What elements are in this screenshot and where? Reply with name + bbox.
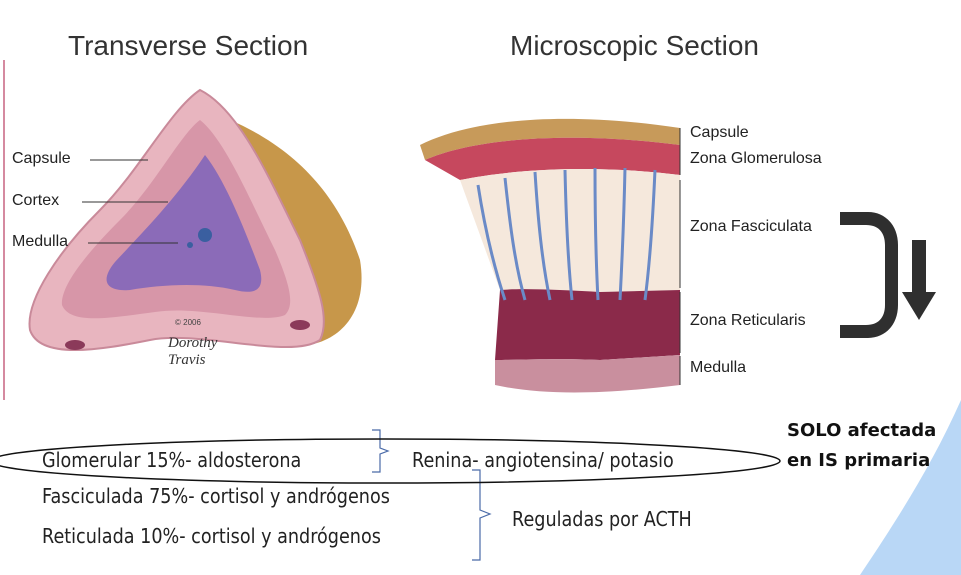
row3-zone: Reticulada 10%- cortisol y andrógenos — [42, 524, 381, 548]
reticularis — [495, 289, 680, 360]
medulla-base — [495, 355, 680, 393]
acth-regulation: Reguladas por ACTH — [512, 507, 692, 531]
label-capsule-left: Capsule — [12, 150, 71, 168]
vessel-4 — [290, 320, 310, 330]
transverse-gland — [30, 90, 362, 350]
bracket-arrow — [840, 212, 936, 338]
vessel-3 — [65, 340, 85, 350]
copyright-text: © 2006 — [175, 318, 201, 327]
brace-2 — [472, 470, 490, 560]
label-zona-reticularis: Zona Reticularis — [690, 312, 806, 330]
row1-regulation: Renina- angiotensina/ potasio — [412, 448, 674, 472]
microscopic-wedge — [420, 119, 680, 393]
row1-zone: Glomerular 15%- aldosterona — [42, 448, 301, 472]
vessel-2 — [187, 242, 193, 248]
label-cortex: Cortex — [12, 192, 59, 210]
label-zona-glomerulosa: Zona Glomerulosa — [690, 150, 822, 168]
vessel-1 — [198, 228, 212, 242]
label-zona-fasciculata: Zona Fasciculata — [690, 218, 812, 236]
note-line-1: SOLO afectada — [787, 420, 936, 441]
note-line-2: en IS primaria — [787, 450, 930, 471]
label-medulla-left: Medulla — [12, 233, 68, 251]
label-medulla-right: Medulla — [690, 359, 746, 377]
artist-signature: Dorothy Travis — [168, 335, 238, 369]
transverse-title: Transverse Section — [68, 30, 308, 62]
row2-zone: Fasciculada 75%- cortisol y andrógenos — [42, 484, 390, 508]
brace-1 — [372, 430, 388, 472]
microscopic-title: Microscopic Section — [510, 30, 759, 62]
label-capsule-right: Capsule — [690, 124, 749, 142]
